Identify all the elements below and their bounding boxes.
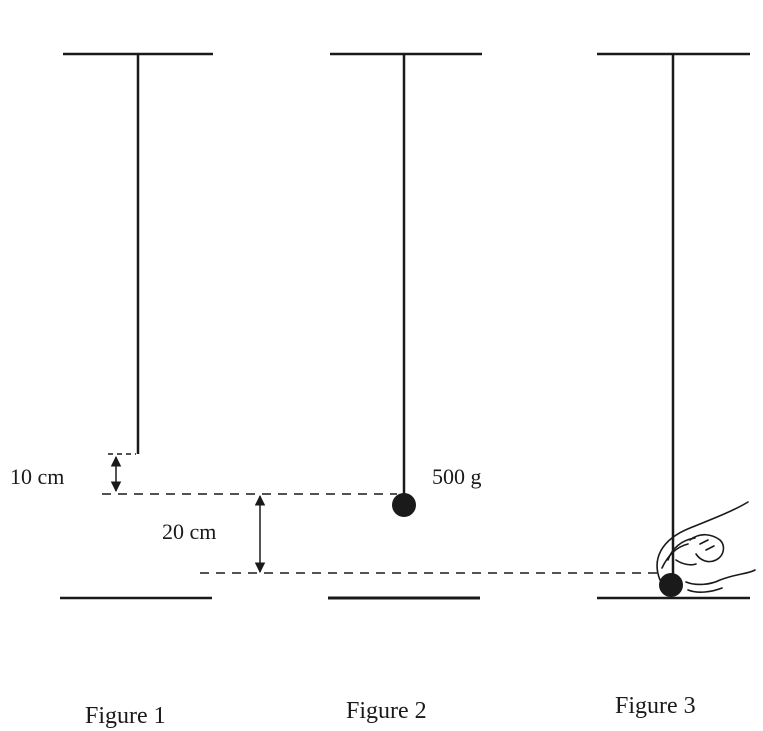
figure-2: 500 g Figure 2 — [328, 52, 482, 724]
figure-1-caption: Figure 1 — [85, 703, 166, 729]
figure-3-caption: Figure 3 — [615, 693, 696, 719]
drop-label: 20 cm — [162, 519, 216, 544]
stretch-label: 10 cm — [10, 464, 64, 489]
mass-ball — [392, 493, 416, 517]
figure-3: Figure 3 — [597, 52, 756, 719]
figure-2-caption: Figure 2 — [346, 698, 427, 724]
figure-1: 10 cm 20 cm Figure 1 — [10, 52, 266, 729]
held-ball — [659, 573, 683, 597]
mass-label: 500 g — [432, 464, 482, 489]
hand-icon — [656, 501, 756, 593]
